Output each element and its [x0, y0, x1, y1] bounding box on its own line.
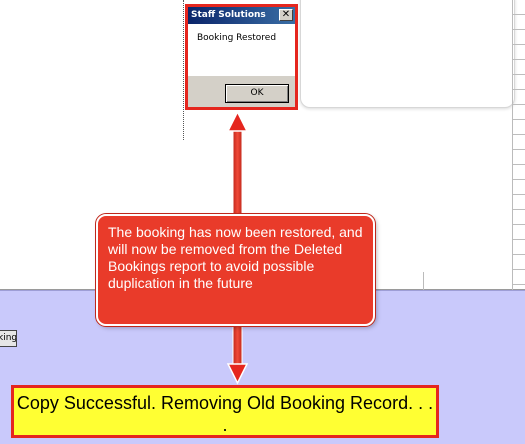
annotation-callout: The booking has now been restored, and w… [96, 214, 375, 326]
background-card [300, 0, 515, 108]
dialog-title: Staff Solutions [191, 10, 266, 20]
partial-booking-button[interactable]: king [0, 330, 17, 347]
dialog-message: Booking Restored [197, 33, 277, 43]
grid-edge [512, 0, 525, 290]
message-dialog: Staff Solutions ✕ Booking Restored OK [185, 4, 298, 110]
ok-button[interactable]: OK [225, 84, 289, 103]
column-divider [183, 0, 184, 140]
grid-divider [423, 272, 424, 290]
status-banner: Copy Successful. Removing Old Booking Re… [11, 385, 439, 438]
close-icon[interactable]: ✕ [279, 9, 293, 21]
dialog-body [188, 24, 295, 76]
dialog-titlebar[interactable]: Staff Solutions ✕ [188, 7, 295, 24]
